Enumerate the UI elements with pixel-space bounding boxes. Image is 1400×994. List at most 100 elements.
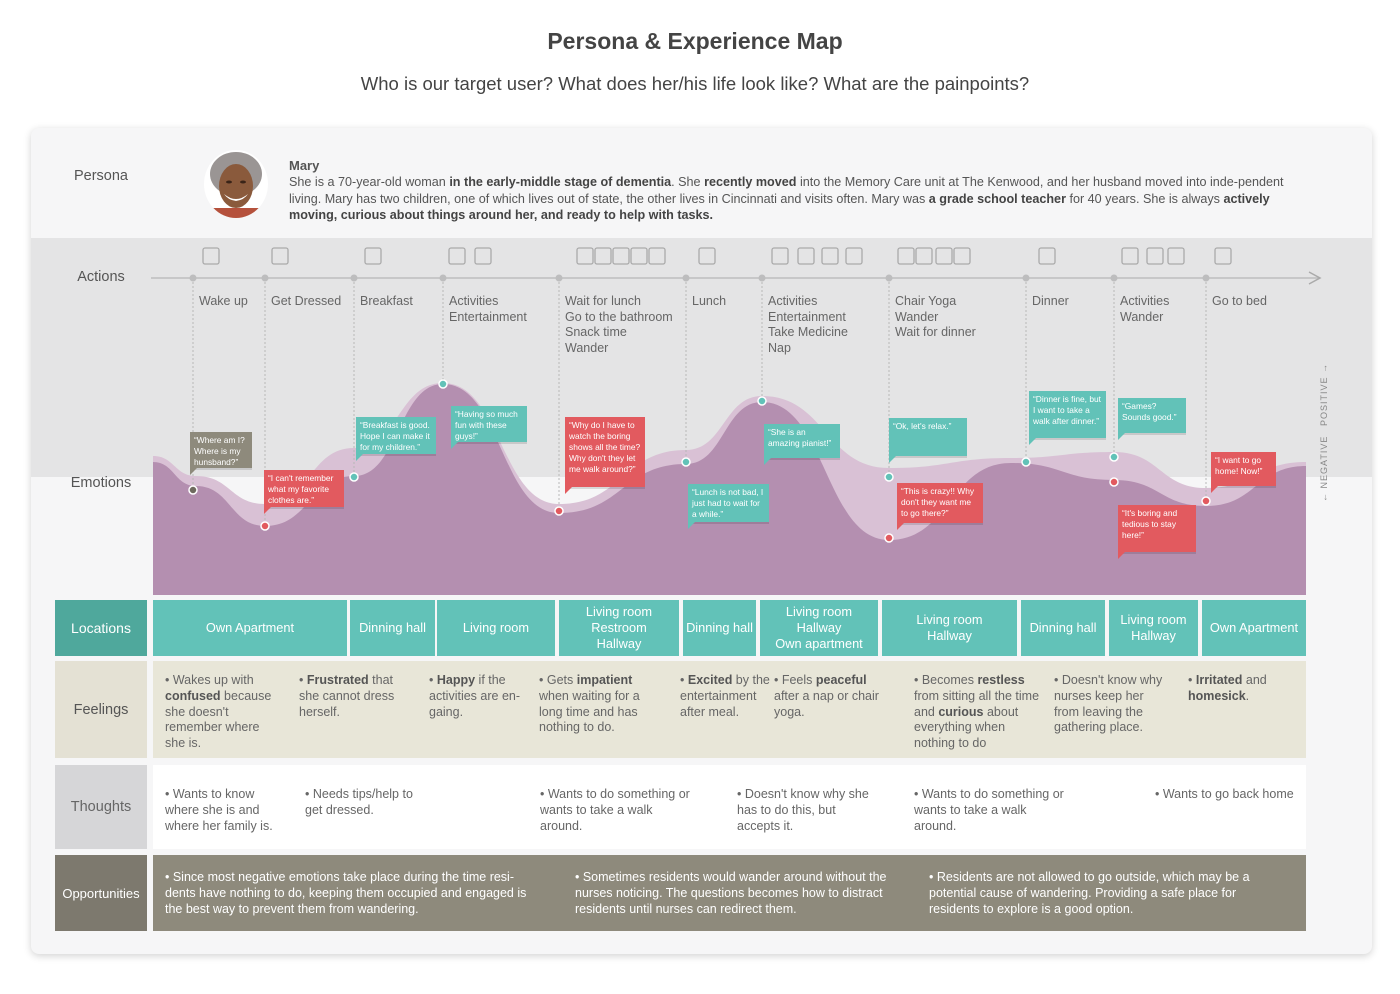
- location-cell: Dinning hall: [350, 600, 435, 656]
- action-label: Breakfast: [360, 294, 413, 310]
- thought-text: • Needs tips/help to get dressed.: [305, 787, 413, 817]
- clothes-icon: [271, 247, 289, 265]
- location-text: Own Apartment: [206, 620, 294, 636]
- feeling-text: • Gets impatient when waiting for a long…: [539, 673, 640, 735]
- action-line: Lunch: [692, 294, 727, 308]
- action-line: Activities: [449, 294, 499, 308]
- action-line: Snack time: [565, 325, 627, 340]
- activities-medicine-icons: [797, 247, 815, 265]
- location-line: Dinning hall: [686, 620, 753, 635]
- action-line: Take Medicine: [768, 325, 848, 340]
- activities-medicine-icons: [845, 247, 863, 265]
- timeline-dot: [1022, 274, 1030, 282]
- feeling-text: • Becomes restless from sitting all the …: [914, 673, 1040, 751]
- quote-bubble: “Having so much fun with these guys!”: [451, 406, 527, 449]
- action-label: Lunch: [692, 294, 726, 310]
- location-line: Own apartment: [775, 636, 863, 651]
- row-label-thoughts: Thoughts: [55, 765, 147, 849]
- activities-icons: [448, 247, 466, 265]
- action-line: Wake up: [199, 294, 248, 308]
- quote-bubble: “Where am I? Where is my hunsband?”: [190, 432, 252, 475]
- action-line: Activities: [1120, 294, 1170, 308]
- row-label-feelings: Feelings: [55, 661, 147, 758]
- thoughts-band: [153, 765, 1306, 849]
- axis-label-positive: POSITIVE →: [1319, 362, 1329, 426]
- meal-icon: [1038, 247, 1056, 265]
- waiting-icons: [576, 247, 594, 265]
- activities-medicine-icons: [821, 247, 839, 265]
- location-line: Living room: [462, 620, 530, 635]
- action-line: Wait for dinner: [895, 325, 976, 340]
- emotion-point: [757, 396, 767, 406]
- experience-map-card: Persona Mary She is a 70-year-old woman …: [31, 128, 1372, 954]
- quote-bubble: “Ok, let's relax.”: [889, 418, 967, 463]
- opportunity-text: • Residents are not allowed to go outsid…: [929, 870, 1250, 916]
- timeline-dot: [555, 274, 563, 282]
- location-line: Hallway: [1131, 628, 1176, 643]
- location-cell: Dinning hall: [1021, 600, 1105, 656]
- action-line: Wander: [895, 309, 939, 324]
- feeling-text: • Feels peaceful after a nap or chair yo…: [774, 673, 879, 719]
- feeling-text: • Frustrated that she cannot dress herse…: [299, 673, 395, 719]
- waiting-icons: [612, 247, 630, 265]
- emotion-point: [1021, 457, 1031, 467]
- location-line: Hallway: [796, 620, 842, 635]
- action-line: Wander: [565, 341, 609, 356]
- quote-bubble: “Breakfast is good. Hope I can make it f…: [356, 417, 436, 461]
- row-label-emotions: Emotions: [70, 475, 132, 491]
- emotion-point: [188, 485, 198, 495]
- emotion-point: [554, 506, 564, 516]
- thought-text: • Wants to go back home: [1155, 787, 1294, 801]
- opportunities-band: [153, 855, 1306, 931]
- opportunity-text: • Sometimes residents would wander aroun…: [575, 870, 887, 916]
- emotion-point: [1109, 477, 1119, 487]
- opportunity-text: • Since most negative emotions take plac…: [165, 870, 527, 916]
- timeline-dot: [758, 274, 766, 282]
- timeline-dot: [682, 274, 690, 282]
- action-line: Nap: [768, 341, 791, 356]
- action-line: Get Dressed: [271, 294, 342, 308]
- bed-sun-icon: [202, 247, 220, 265]
- meal-icon: [698, 247, 716, 265]
- action-line: Entertainment: [768, 309, 846, 324]
- location-line: Own Apartment: [1209, 620, 1299, 635]
- location-cell: Own Apartment: [153, 600, 347, 656]
- quote-bubble: “Games? Sounds good.”: [1118, 398, 1186, 440]
- feelings-band: [153, 661, 1306, 758]
- location-text: Living room: [463, 620, 529, 636]
- emotion-point: [438, 379, 448, 389]
- thought-text: • Wants to know where she is and where h…: [165, 787, 273, 833]
- timeline-arrow: [1308, 271, 1322, 285]
- action-label: Go to bed: [1212, 294, 1267, 310]
- activities-walk-icons: [1121, 247, 1139, 265]
- emotion-point: [884, 533, 894, 543]
- yoga-walk-icons: [915, 247, 933, 265]
- timeline-dot: [1110, 274, 1118, 282]
- quote-bubble: “It's boring and tedious to stay here!”: [1118, 505, 1196, 559]
- location-line: Hallway: [596, 636, 642, 651]
- location-text: Own Apartment: [1210, 620, 1298, 636]
- axis-label-negative: ← NEGATIVE: [1319, 435, 1329, 502]
- location-line: Dinning hall: [359, 620, 426, 635]
- action-label: Get Dressed: [271, 294, 341, 310]
- activities-walk-icons: [1146, 247, 1164, 265]
- emotion-point: [260, 521, 270, 531]
- action-line: Wait for lunch: [565, 294, 641, 308]
- quote-bubble: “This is crazy!! Why don't they want me …: [897, 483, 983, 530]
- activities-medicine-icons: [771, 247, 789, 265]
- bed-icon: [1214, 247, 1232, 265]
- quote-bubble: “Dinner is fine, but I want to take a wa…: [1029, 391, 1106, 445]
- location-text: Dinning hall: [686, 620, 753, 636]
